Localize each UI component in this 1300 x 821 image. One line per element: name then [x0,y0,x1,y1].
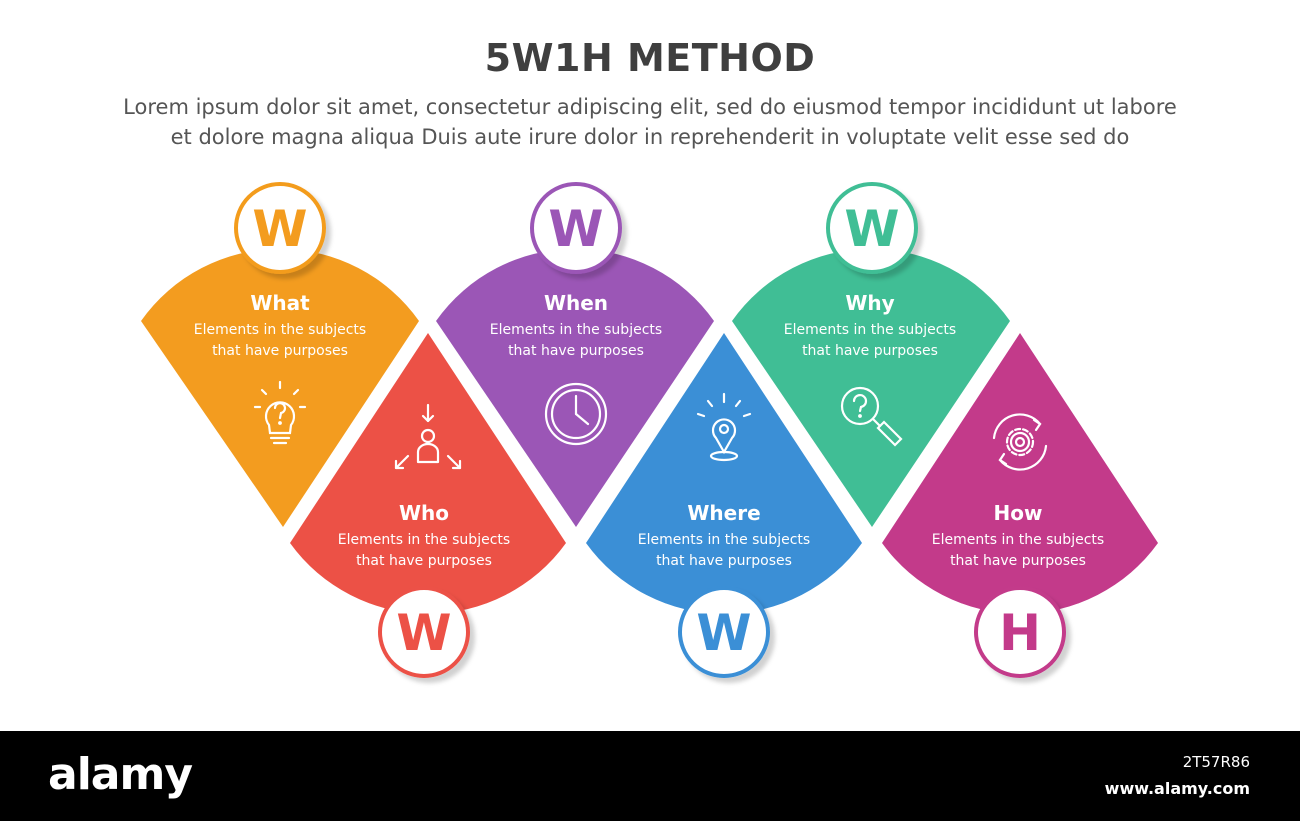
subtitle-line: Lorem ipsum dolor sit amet, consectetur … [123,95,1177,119]
five-w-one-h-diagram: W What Elements in the subjects that hav… [141,182,1158,678]
who-letter: W [396,604,451,662]
when-letter: W [548,200,603,258]
clock-icon [544,382,608,446]
alamy-logo: alamy [48,749,193,800]
what-title: What [250,291,310,315]
why-desc-line: Elements in the subjects [784,322,956,338]
where-title: Where [687,501,760,525]
when-title: When [544,291,608,315]
lightbulb-question-icon [253,380,307,445]
subtitle-line: et dolore magna aliqua Duis aute irure d… [170,125,1130,149]
where-desc-line: that have purposes [656,553,792,569]
why-letter: W [844,200,899,258]
who-desc-line: that have purposes [356,553,492,569]
location-pin-icon [696,392,752,462]
how-shape [882,333,1158,614]
who-letter-circle [378,586,470,678]
when-desc-line: Elements in the subjects [490,322,662,338]
item-why: W Why Elements in the subjects that have… [732,182,1010,527]
footer-bar: alamy 2T57R86 www.alamy.com [0,731,1300,821]
where-letter-circle [678,586,770,678]
when-letter-circle [530,182,622,274]
when-desc-line: that have purposes [508,343,644,359]
why-desc-line: that have purposes [802,343,938,359]
how-desc-line: that have purposes [950,553,1086,569]
image-id: 2T57R86 [1182,753,1250,771]
when-shape [436,248,714,528]
what-letter-circle [234,182,326,274]
item-how: H How Elements in the subjects that have… [882,333,1158,678]
why-title: Why [845,291,894,315]
who-shape [290,333,566,614]
page-subtitle: Lorem ipsum dolor sit amet, consectetur … [40,92,1260,152]
magnifier-question-icon [840,386,903,447]
site-url: www.alamy.com [1104,779,1250,798]
where-desc-line: Elements in the subjects [638,532,810,548]
what-desc-line: that have purposes [212,343,348,359]
page-title: 5W1H METHOD [484,36,816,80]
why-shape [732,248,1010,527]
item-what: W What Elements in the subjects that hav… [141,182,419,527]
why-letter-circle [826,182,918,274]
how-letter: H [999,604,1041,662]
item-when: W When Elements in the subjects that hav… [436,182,714,528]
where-letter: W [696,604,751,662]
how-letter-circle [974,586,1066,678]
who-title: Who [399,501,449,525]
gear-cycle-icon [992,413,1048,471]
where-shape [586,333,862,614]
what-letter: W [252,200,307,258]
person-arrows-icon [394,403,462,470]
what-desc-line: Elements in the subjects [194,322,366,338]
how-title: How [994,501,1043,525]
who-desc-line: Elements in the subjects [338,532,510,548]
item-where: W Where Elements in the subjects that ha… [586,333,862,678]
item-who: W Who Elements in the subjects that have… [290,333,566,678]
how-desc-line: Elements in the subjects [932,532,1104,548]
